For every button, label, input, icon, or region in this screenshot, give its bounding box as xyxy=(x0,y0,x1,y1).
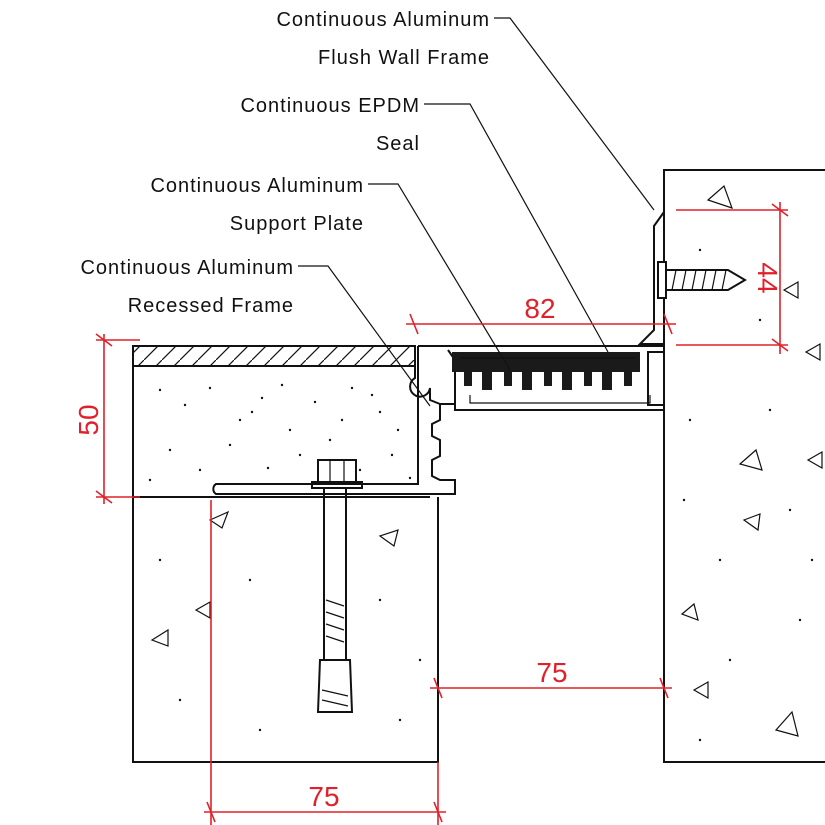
support-plate xyxy=(454,395,665,411)
recessed-frame-label-line2: Recessed Frame xyxy=(128,295,294,317)
concrete-texture xyxy=(148,184,823,742)
epdm-seal-label-line1: Continuous EPDM xyxy=(240,95,420,117)
dimension-joint-width: 82 xyxy=(524,293,555,324)
right-wall xyxy=(663,169,825,763)
left-substrate xyxy=(132,345,439,763)
recessed-frame-label-line1: Continuous Aluminum xyxy=(80,257,294,279)
dimension-wall-frame-height: 44 xyxy=(752,262,783,293)
flush-frame-label-line1: Continuous Aluminum xyxy=(276,9,490,31)
dimension-gap-width: 75 xyxy=(536,657,567,688)
support-plate-label-line2: Support Plate xyxy=(230,213,364,235)
support-plate-label-line1: Continuous Aluminum xyxy=(150,175,364,197)
recessed-frame xyxy=(212,345,664,495)
topping-hatch xyxy=(132,345,416,367)
flush-wall-frame xyxy=(637,211,665,406)
dimension-anchor-edge: 75 xyxy=(308,781,339,812)
epdm-seal xyxy=(452,352,640,390)
anchor-bolt xyxy=(311,459,363,713)
dimensions xyxy=(95,202,789,825)
dimension-slab-depth: 50 xyxy=(73,404,104,435)
flush-frame-label-line2: Flush Wall Frame xyxy=(318,47,490,69)
wall-screw xyxy=(657,261,747,299)
leader-lines xyxy=(298,17,655,407)
epdm-seal-label-line2: Seal xyxy=(376,133,420,155)
